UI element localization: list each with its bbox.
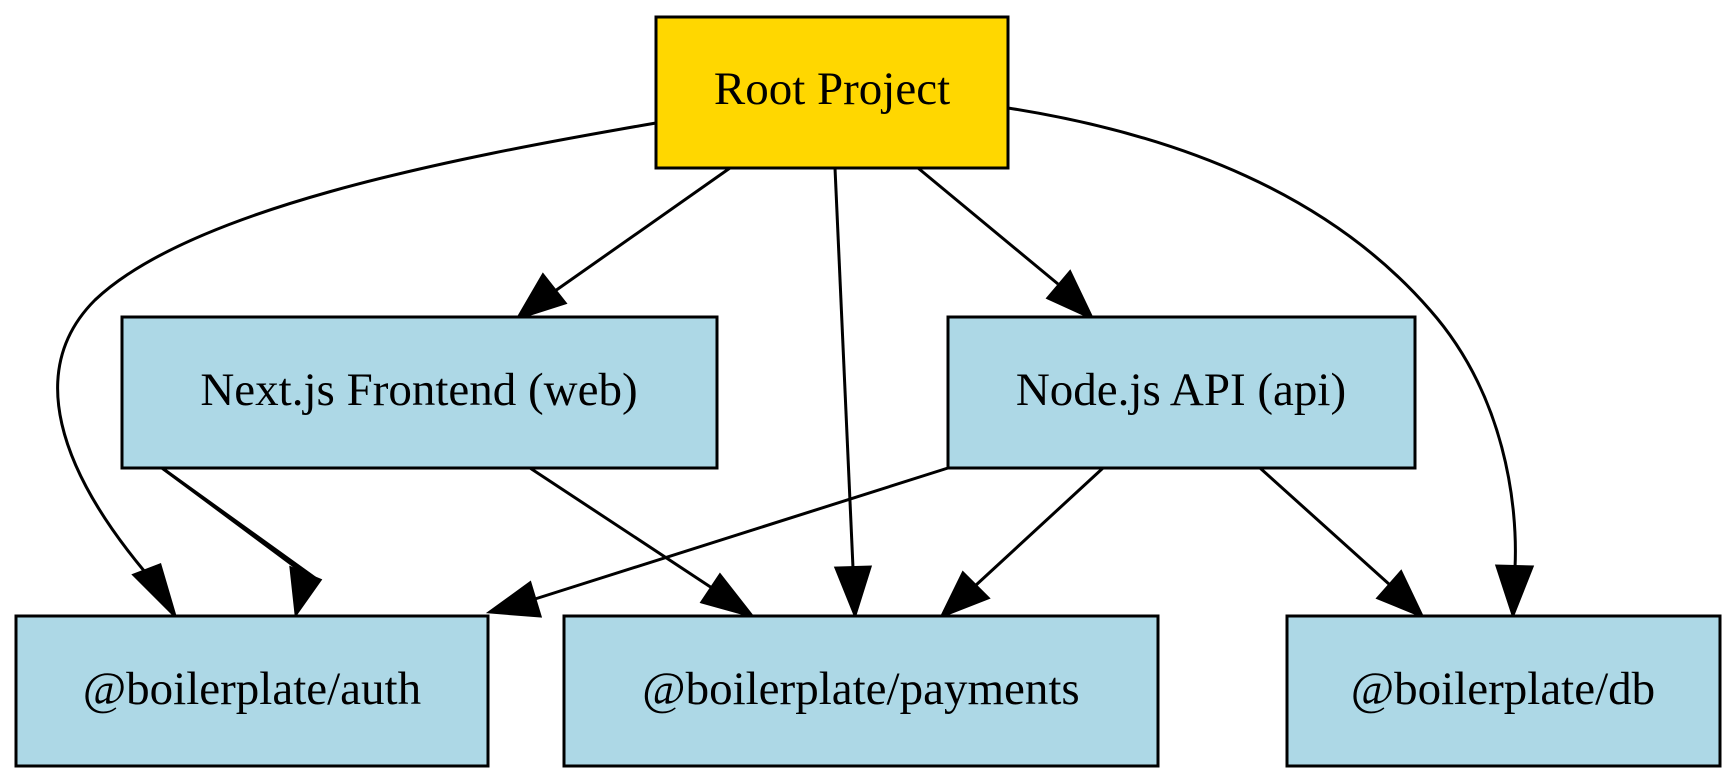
- node-payments-box: [562, 614, 1160, 768]
- edge-root-to-payments: [833, 167, 873, 620]
- arrow-head: [514, 272, 568, 321]
- node-auth[interactable]: @boilerplate/auth: [14, 614, 490, 768]
- edge-root-to-auth: [56, 121, 657, 618]
- edge-web-to-payments: [529, 466, 756, 619]
- arrow-head: [1494, 564, 1535, 620]
- edge-web-to-auth-arrowed: [289, 565, 323, 619]
- arrow-head: [1375, 569, 1426, 619]
- node-web[interactable]: Next.js Frontend (web): [120, 315, 719, 470]
- node-api[interactable]: Node.js API (api): [946, 315, 1417, 470]
- node-root-label: Root Project: [714, 63, 950, 115]
- node-web-label: Next.js Frontend (web): [200, 364, 637, 416]
- edge-line: [554, 166, 731, 293]
- node-db-box: [1285, 614, 1722, 768]
- edge-root-to-api: [917, 166, 1096, 322]
- nodes: Root Project Next.js Frontend (web) Node…: [14, 15, 1722, 768]
- edge-line: [56, 121, 657, 573]
- arrow-head: [938, 570, 991, 619]
- arrow-head: [833, 565, 873, 620]
- arrow-head: [1045, 269, 1096, 322]
- edge-root-to-web: [514, 166, 731, 321]
- arrow-head: [699, 572, 756, 619]
- node-api-label: Node.js API (api): [1016, 364, 1346, 416]
- node-root-project[interactable]: Root Project: [654, 15, 1010, 170]
- edge-line: [917, 166, 1059, 286]
- edge-web-to-auth-proper: [161, 466, 307, 577]
- node-api-box: [946, 315, 1417, 470]
- edge-line: [973, 466, 1105, 588]
- edge-line: [534, 466, 949, 601]
- arrow-head: [485, 580, 543, 618]
- node-payments[interactable]: @boilerplate/payments: [562, 614, 1160, 768]
- node-auth-box: [14, 614, 490, 768]
- node-web-box: [120, 315, 719, 470]
- edge-line: [1258, 466, 1392, 587]
- edge-line: [1007, 106, 1517, 569]
- edge-api-to-payments: [938, 466, 1105, 619]
- arrow-head: [131, 563, 177, 618]
- node-db[interactable]: @boilerplate/db: [1285, 614, 1722, 768]
- edge-api-to-db: [1258, 466, 1426, 619]
- edge-line: [833, 167, 855, 569]
- arrow-head: [289, 565, 323, 619]
- node-payments-label: @boilerplate/payments: [642, 663, 1079, 715]
- edge-api-to-auth: [485, 466, 949, 618]
- node-root-box: [654, 15, 1010, 170]
- edge-line: [529, 466, 713, 590]
- edge-line: [161, 466, 307, 577]
- node-auth-label: @boilerplate/auth: [83, 663, 421, 715]
- node-db-label: @boilerplate/db: [1351, 663, 1655, 715]
- edges: [56, 106, 1535, 620]
- edge-root-to-db: [1007, 106, 1535, 620]
